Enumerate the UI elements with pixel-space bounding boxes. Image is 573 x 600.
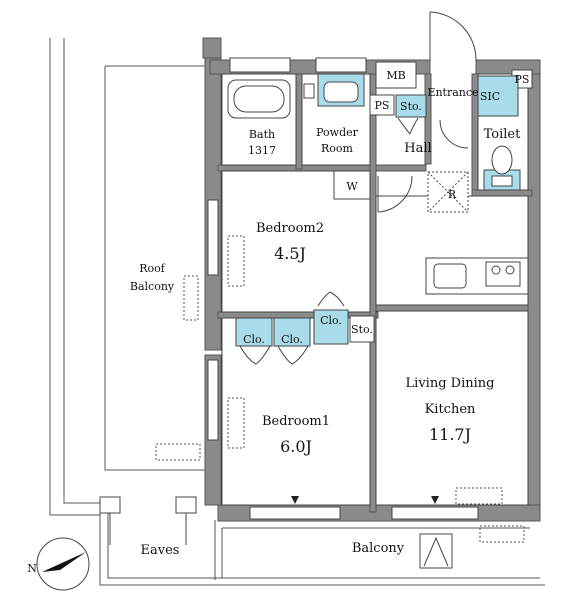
label-ldk-line2: Kitchen (425, 402, 476, 417)
label-ldk-line1: Living Dining (406, 376, 495, 391)
hall-storage (395, 94, 427, 118)
label-bedroom2-size: 4.5J (274, 244, 306, 263)
label-bath: Bath (249, 128, 275, 141)
compass-north-label: N (27, 562, 37, 575)
bathtub (227, 79, 291, 119)
balcony-drain (419, 533, 453, 569)
label-entrance: Entrance (427, 86, 478, 99)
label-sic: SIC (480, 90, 500, 103)
aircon-units (155, 235, 525, 543)
label-bath-size: 1317 (248, 144, 276, 157)
label-clo-bed1-a: Clo. (243, 333, 265, 346)
closets (235, 309, 375, 347)
mb-box (375, 61, 417, 89)
label-sto-hall: Sto. (400, 100, 422, 113)
label-mb: MB (386, 69, 405, 82)
label-sto-ldk: Sto. (351, 323, 373, 336)
sic-storage (477, 75, 519, 117)
room-outlines (221, 73, 529, 506)
compass (36, 537, 90, 591)
label-balcony: Balcony (352, 541, 405, 556)
label-eaves: Eaves (141, 543, 180, 558)
label-clo-ldk: Clo. (320, 314, 342, 327)
label-clo-bed1-b: Clo. (281, 333, 303, 346)
entry-markers (291, 496, 439, 504)
label-w: W (346, 180, 358, 193)
balcony-posts (99, 496, 197, 545)
washer-box (333, 170, 371, 200)
outer-frame-lines (49, 38, 545, 586)
label-hall: Hall (404, 141, 431, 156)
label-ps-entrance: PS (515, 73, 530, 86)
ps-box-hall (369, 94, 395, 116)
kitchen-counter (425, 257, 529, 295)
hall-doors (377, 117, 419, 213)
label-toilet: Toilet (484, 127, 521, 142)
label-ps-hall: PS (375, 99, 390, 112)
powder-sink (303, 73, 365, 107)
label-r: R (448, 188, 457, 201)
label-bedroom1-size: 6.0J (280, 437, 312, 456)
label-bedroom1-name: Bedroom1 (262, 414, 330, 429)
walls (202, 37, 541, 522)
label-roof-balcony-line1: Roof (139, 262, 166, 275)
label-ldk-size: 11.7J (429, 425, 471, 444)
label-bedroom2-name: Bedroom2 (256, 221, 324, 236)
entrance-door (429, 11, 477, 149)
toilet-fixture (483, 145, 521, 191)
windows (207, 57, 479, 520)
closet-doors (239, 291, 345, 365)
label-powder-room-line2: Room (321, 142, 354, 155)
label-roof-balcony-line2: Balcony (130, 280, 175, 293)
label-powder-room-line1: Powder (316, 126, 359, 139)
